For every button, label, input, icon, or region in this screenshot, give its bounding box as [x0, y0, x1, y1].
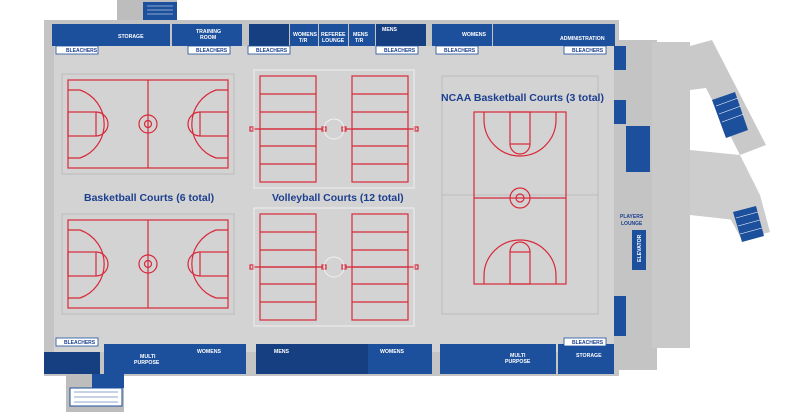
- room-storage-bottom: [558, 344, 614, 374]
- room-blank-top: [249, 24, 289, 46]
- top-rooms: STORAGE TRAINING ROOM WOMENS T/R REFEREE…: [52, 24, 615, 46]
- label-ncaa-courts: NCAA Basketball Courts (3 total): [441, 92, 604, 104]
- label-elevator: ELEVATOR: [637, 234, 643, 262]
- label-mens-bottom: MENS: [274, 349, 290, 355]
- bleachers-label-6: BLEACHERS: [572, 48, 604, 54]
- bleachers-bottom: BLEACHERS BLEACHERS: [55, 337, 607, 347]
- room-multi-purpose-right: [440, 344, 556, 374]
- bleachers-top-5: [435, 45, 479, 55]
- label-mens-tr-2: T/R: [355, 38, 364, 44]
- bleachers-top: BLEACHERS BLEACHERS BLEACHERS BLEACHERS …: [55, 45, 607, 55]
- room-bottom-left: [44, 352, 100, 374]
- label-training-1: TRAINING: [196, 29, 221, 35]
- label-womens-top: WOMENS: [462, 32, 486, 38]
- room-right-1: [614, 46, 626, 70]
- bleachers-label-8: BLEACHERS: [572, 340, 604, 346]
- label-multi-right-1: MULTI: [510, 353, 526, 359]
- room-training: [172, 24, 242, 46]
- ncaa-courts-group: NCAA Basketball Courts (3 total): [441, 75, 604, 315]
- bleachers-top-3: [247, 45, 291, 55]
- stairwell-top: [143, 2, 177, 20]
- bball-court-bottom: [67, 219, 229, 309]
- label-multi-left-2: PURPOSE: [134, 360, 160, 366]
- room-womens-bottom-right: [368, 344, 432, 374]
- label-womens-bottom: WOMENS: [197, 349, 221, 355]
- room-womens-top: [432, 24, 492, 46]
- room-multi-purpose-left: [104, 344, 190, 374]
- label-storage-bottom: STORAGE: [576, 353, 602, 359]
- gym-floor: [54, 46, 614, 352]
- label-basketball-courts: Basketball Courts (6 total): [84, 192, 214, 204]
- room-mens-tr: [349, 24, 375, 46]
- room-right-4: [614, 296, 626, 336]
- bleachers-label-4: BLEACHERS: [384, 48, 416, 54]
- label-referee-1: REFEREE: [321, 32, 346, 38]
- label-womens-bottom-right: WOMENS: [380, 349, 404, 355]
- room-womens-bottom: [190, 344, 246, 374]
- room-mens-bottom: [256, 344, 368, 374]
- volleyball-court-bottom-right: [341, 213, 419, 321]
- background-court-lines: [61, 69, 415, 327]
- bleachers-top-4: [375, 45, 419, 55]
- room-elevator: [632, 230, 646, 270]
- label-mens-top: MENS: [382, 27, 398, 33]
- ncaa-court: [473, 111, 567, 285]
- room-referee-lounge: [319, 24, 348, 46]
- label-training-2: ROOM: [200, 35, 216, 41]
- volleyball-courts-group: Volleyball Courts (12 total): [249, 75, 419, 321]
- label-administration: ADMINISTRATION: [560, 36, 605, 42]
- bleachers-top-1: [55, 45, 99, 55]
- volleyball-court-top-right: [341, 75, 419, 183]
- label-players-2: LOUNGE: [621, 221, 643, 227]
- bleachers-top-2: [187, 45, 231, 55]
- bleachers-label-3: BLEACHERS: [256, 48, 288, 54]
- basketball-courts-group: Basketball Courts (6 total): [67, 79, 229, 309]
- bleachers-label-5: BLEACHERS: [444, 48, 476, 54]
- label-multi-left-1: MULTI: [140, 354, 156, 360]
- label-volleyball-courts: Volleyball Courts (12 total): [272, 192, 404, 204]
- bleachers-top-6: [563, 45, 607, 55]
- label-womens-tr-1: WOMENS: [293, 32, 317, 38]
- bottom-rooms: MULTI PURPOSE WOMENS MENS WOMENS MULTI P…: [44, 344, 614, 374]
- stairwell-bottom: [69, 374, 124, 407]
- room-administration: [493, 24, 615, 46]
- label-mens-tr-1: MENS: [353, 32, 369, 38]
- exterior-stairs-right: [712, 92, 764, 242]
- room-storage-top: [52, 24, 170, 46]
- bleachers-bottom-2: [563, 337, 607, 347]
- label-multi-right-2: PURPOSE: [505, 359, 531, 365]
- room-right-2: [614, 100, 626, 124]
- bleachers-label-1: BLEACHERS: [66, 48, 98, 54]
- room-mens-top: [376, 24, 426, 46]
- bleachers-bottom-1: [55, 337, 99, 347]
- room-right-3: [626, 126, 650, 172]
- label-womens-tr-2: T/R: [299, 38, 308, 44]
- bleachers-label-7: BLEACHERS: [64, 340, 96, 346]
- right-side-rooms: PLAYERS LOUNGE ELEVATOR: [614, 46, 650, 336]
- label-players-1: PLAYERS: [620, 214, 644, 220]
- room-womens-tr: [290, 24, 318, 46]
- bleachers-label-2: BLEACHERS: [196, 48, 228, 54]
- label-storage-top: STORAGE: [118, 34, 144, 40]
- label-referee-2: LOUNGE: [322, 38, 345, 44]
- bball-court-top: [67, 79, 229, 169]
